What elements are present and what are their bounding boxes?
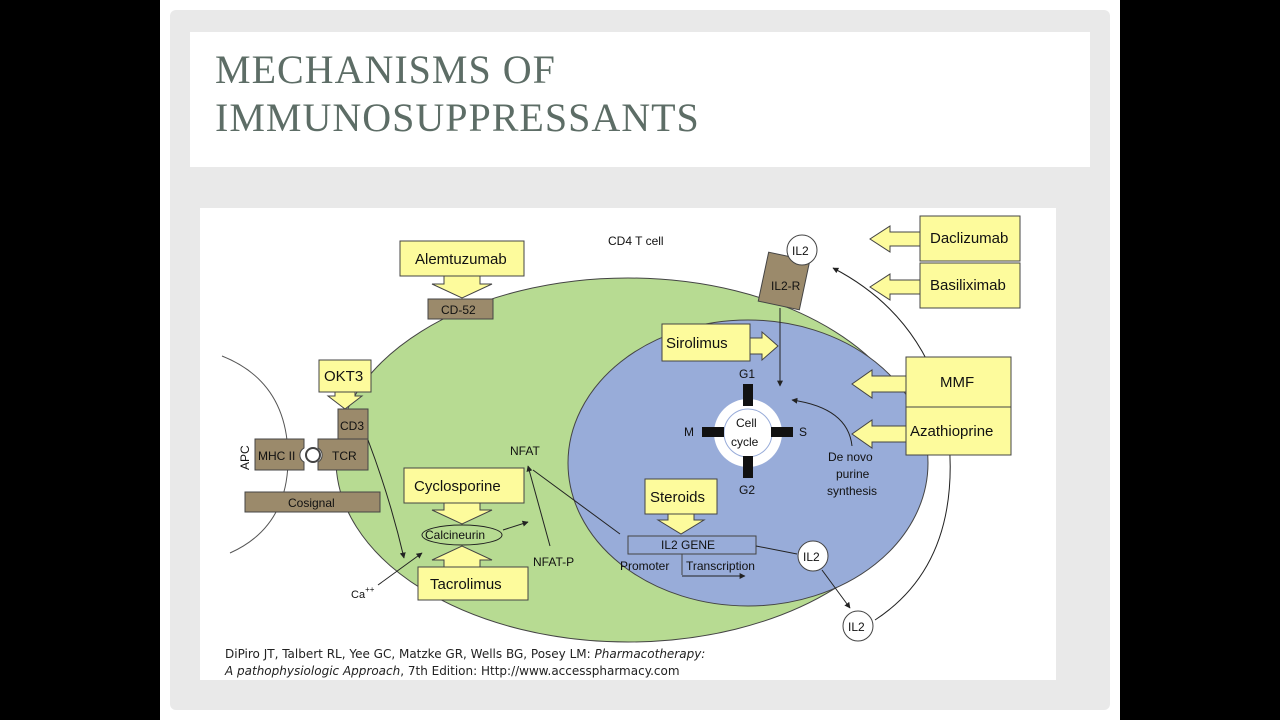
slide-title: MECHANISMS OF IMMUNOSUPPRESSANTS — [215, 46, 700, 142]
tacrolimus-arrow — [431, 545, 493, 568]
azathioprine-box — [905, 406, 1012, 456]
daclizumab-label: Daclizumab — [930, 230, 1008, 247]
sirolimus-label: Sirolimus — [666, 335, 728, 352]
alemtuzumab-label: Alemtuzumab — [415, 251, 507, 268]
cyclosporine-arrow — [431, 502, 493, 525]
cd52-receptor — [427, 298, 494, 320]
nfat-dephosphorylation-arrow — [526, 465, 551, 547]
daclizumab-arrow — [869, 225, 921, 253]
g1-checkpoint — [743, 384, 753, 406]
g2-label: G2 — [739, 483, 755, 497]
il2-top-label: IL2 — [792, 244, 809, 258]
mhc2-label: MHC II — [258, 449, 295, 463]
nfat-to-gene-line — [532, 469, 621, 535]
cyclosporine-label: Cyclosporine — [414, 478, 501, 495]
mmf-label: MMF — [940, 374, 974, 391]
cyclosporine-box — [403, 467, 525, 504]
citation-line-2: A pathophysiologic Approach, 7th Edition… — [225, 663, 705, 680]
basiliximab-arrow — [869, 273, 921, 301]
cosignal-label: Cosignal — [288, 496, 335, 510]
tacrolimus-box — [417, 566, 529, 601]
calcineurin-arrow — [502, 520, 529, 531]
steroids-arrow — [656, 513, 706, 535]
okt3-arrow — [326, 391, 364, 410]
tcr-label: TCR — [332, 449, 357, 463]
il2-receptor-label: IL2-R — [771, 279, 801, 293]
tacrolimus-label: Tacrolimus — [430, 576, 502, 593]
steroids-label: Steroids — [650, 489, 705, 506]
de-novo-line-3: synthesis — [827, 484, 877, 498]
mhc2-receptor — [254, 438, 305, 471]
il2-gene-label: IL2 GENE — [661, 538, 715, 552]
il2-mid-label: IL2 — [803, 550, 820, 564]
calcineurin — [421, 524, 503, 546]
citation-book-title: Pharmacotherapy: — [594, 647, 706, 661]
citation: DiPiro JT, Talbert RL, Yee GC, Matzke GR… — [225, 646, 705, 680]
cd3-label: CD3 — [340, 419, 364, 433]
tcr-receptor — [317, 438, 369, 471]
de-novo-arrow — [791, 397, 853, 447]
promoter-label: Promoter — [620, 559, 669, 573]
cell-cycle-text-2: cycle — [731, 435, 759, 449]
calcineurin-label: Calcineurin — [425, 528, 485, 542]
g1-label: G1 — [739, 367, 755, 381]
calcium-arrow — [377, 552, 423, 586]
nfat-p-label: NFAT-P — [533, 555, 574, 569]
title-line-1: MECHANISMS OF — [215, 47, 556, 92]
apc-label: APC — [238, 445, 252, 470]
title-line-2: IMMUNOSUPPRESSANTS — [215, 95, 700, 140]
azathioprine-arrow — [851, 419, 907, 449]
okt3-box — [318, 359, 372, 393]
s-label: S — [799, 425, 807, 439]
cell-cycle-text-1: Cell — [736, 416, 757, 430]
azathioprine-label: Azathioprine — [910, 423, 993, 440]
cd4-t-cell-label: CD4 T cell — [608, 234, 664, 248]
il2-gene-box — [627, 535, 757, 555]
de-novo-line-2: purine — [836, 467, 870, 481]
citation-line-1: DiPiro JT, Talbert RL, Yee GC, Matzke GR… — [225, 646, 705, 663]
s-checkpoint — [771, 427, 793, 437]
il2-bottom-circle — [842, 610, 874, 642]
m-label: M — [684, 425, 694, 439]
title-box — [190, 32, 1090, 167]
cosignal-receptor — [244, 491, 381, 513]
il2-export-arrow — [821, 569, 851, 609]
mmf-box — [905, 356, 1012, 408]
il2-bottom-label: IL2 — [848, 620, 865, 634]
okt3-label: OKT3 — [324, 368, 363, 385]
gene-to-il2-line — [755, 545, 798, 555]
mmf-arrow — [851, 369, 907, 399]
transcription-label: Transcription — [686, 559, 755, 573]
tcr-signal-arrow — [367, 439, 406, 559]
citation-authors: DiPiro JT, Talbert RL, Yee GC, Matzke GR… — [225, 647, 595, 661]
alemtuzumab-box — [399, 240, 525, 277]
immunosuppressant-diagram: APC CD4 T cell Alemtuzumab CD-52 OKT3 CD… — [221, 215, 1021, 643]
sirolimus-arrow — [749, 330, 779, 362]
il2-mid-circle — [797, 540, 829, 572]
citation-edition: , 7th Edition: Http://www.accesspharmacy… — [400, 664, 680, 678]
il2-top-circle — [786, 234, 818, 266]
citation-book-subtitle: A pathophysiologic Approach — [225, 664, 401, 678]
calcium-label: Ca++ — [351, 585, 375, 601]
de-novo-line-1: De novo — [828, 450, 873, 464]
basiliximab-label: Basiliximab — [930, 277, 1006, 294]
alemtuzumab-arrow — [431, 275, 493, 299]
g2-checkpoint — [743, 456, 753, 478]
daclizumab-box — [919, 215, 1021, 262]
antigen-peptide — [305, 447, 321, 463]
m-checkpoint — [702, 427, 724, 437]
cd52-label: CD-52 — [441, 303, 476, 317]
nfat-label: NFAT — [510, 444, 540, 458]
steroids-box — [644, 478, 718, 515]
